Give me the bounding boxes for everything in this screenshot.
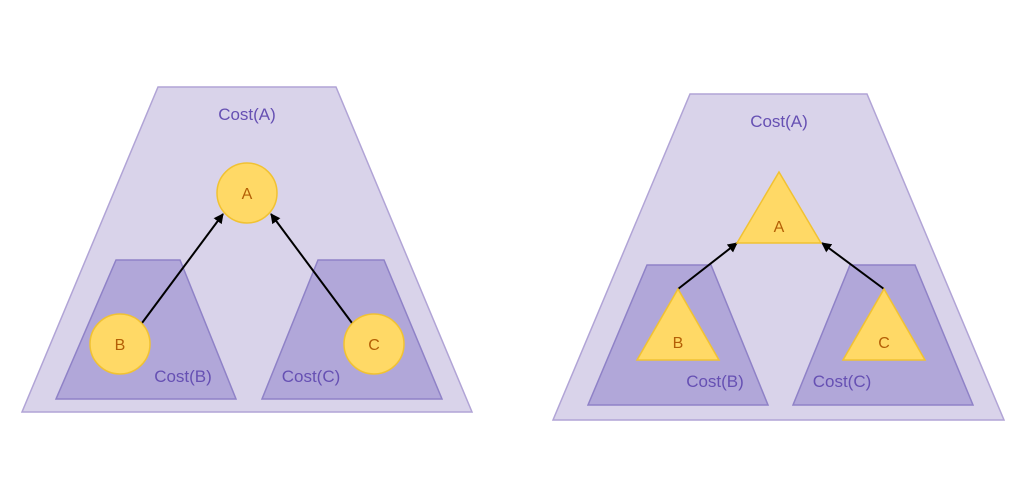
right-node-c-triangle bbox=[841, 287, 927, 361]
left-node-c-circle bbox=[343, 313, 405, 375]
right-edge-b-to-a bbox=[677, 242, 738, 290]
right-sub-cost-label-b: Cost(B) bbox=[686, 372, 744, 391]
right-node-b-triangle bbox=[635, 287, 721, 361]
left-edge-c-to-a bbox=[270, 213, 353, 324]
right-node-a-label: A bbox=[774, 219, 785, 236]
left-outer-cost-label: Cost(A) bbox=[218, 105, 276, 124]
right-tree: Cost(A) Cost(B) Cost(C) A B C bbox=[551, 93, 1006, 421]
left-sub-cost-label-c: Cost(C) bbox=[282, 367, 341, 386]
right-outer-cost-label: Cost(A) bbox=[750, 112, 808, 131]
right-node-a-triangle bbox=[735, 170, 823, 244]
left-node-c-label: C bbox=[368, 337, 380, 354]
left-node-a-label: A bbox=[242, 186, 253, 203]
left-tree: Cost(A) Cost(B) Cost(C) A B C bbox=[20, 86, 474, 413]
left-node-b-label: B bbox=[115, 337, 126, 354]
right-sub-cost-label-c: Cost(C) bbox=[813, 372, 872, 391]
right-node-b-label: B bbox=[673, 335, 684, 352]
left-edge-b-to-a bbox=[141, 213, 224, 324]
left-node-b-circle bbox=[89, 313, 151, 375]
left-sub-cost-label-b: Cost(B) bbox=[154, 367, 212, 386]
right-node-c-label: C bbox=[878, 335, 890, 352]
right-edge-c-to-a bbox=[821, 242, 885, 290]
left-node-a-circle bbox=[216, 162, 278, 224]
